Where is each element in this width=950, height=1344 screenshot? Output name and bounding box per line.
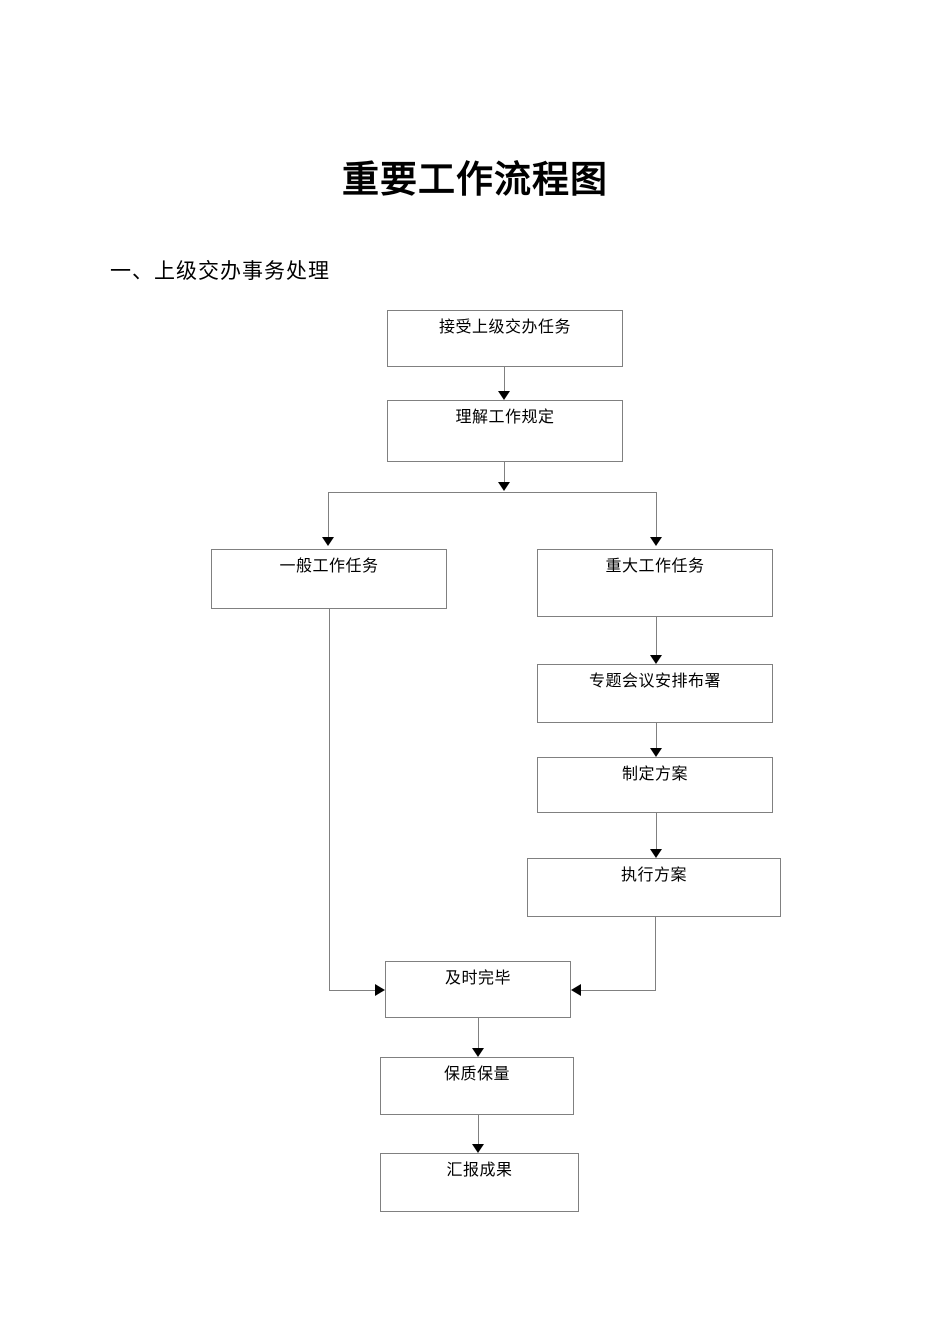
flow-node-execute-plan: 执行方案 [527,858,781,917]
flow-node-meeting-arrangement: 专题会议安排布署 [537,664,773,723]
connector-split-left [328,492,329,537]
connector-n3-n8-vertical [329,609,330,990]
connector-n1-n2 [504,367,505,391]
arrowhead-down-split [498,482,510,491]
flow-node-understand-rules: 理解工作规定 [387,400,623,462]
flow-node-quality-quantity: 保质保量 [380,1057,574,1115]
arrowhead-down-n6 [650,748,662,757]
connector-n4-n5 [656,617,657,655]
flow-node-label: 重大工作任务 [605,558,705,575]
flow-node-label: 执行方案 [620,867,687,884]
flow-node-label: 及时完毕 [444,970,511,987]
flow-node-label: 一般工作任务 [279,558,379,575]
section-heading: 一、上级交办事务处理 [110,260,330,284]
connector-n3-n8-horizontal [329,990,375,991]
connector-n6-n7 [656,813,657,849]
arrowhead-down-n7 [650,849,662,858]
page-title: 重要工作流程图 [342,159,608,201]
arrowhead-down-n9 [472,1048,484,1057]
flow-node-label: 接受上级交办任务 [438,319,571,336]
flow-node-label: 专题会议安排布署 [588,673,721,690]
connector-n2-split [504,462,505,482]
flow-node-label: 制定方案 [621,766,688,783]
flow-node-complete-on-time: 及时完毕 [385,961,571,1018]
connector-split-right [656,492,657,537]
connector-n9-n10 [478,1115,479,1144]
connector-n8-n9 [478,1018,479,1048]
arrowhead-down-n10 [472,1144,484,1153]
arrowhead-down-n5 [650,655,662,664]
flow-node-report-results: 汇报成果 [380,1153,579,1212]
flow-node-make-plan: 制定方案 [537,757,773,813]
flow-node-label: 理解工作规定 [455,409,555,426]
arrowhead-down-n2 [498,391,510,400]
arrowhead-down-n3 [322,537,334,546]
flow-node-major-task: 重大工作任务 [537,549,773,617]
flow-node-label: 汇报成果 [446,1162,513,1179]
connector-n5-n6 [656,723,657,748]
connector-split-bar [328,492,657,493]
arrowhead-right-n8 [375,984,385,996]
arrowhead-left-n8 [571,984,581,996]
flow-node-receive-task: 接受上级交办任务 [387,310,623,367]
connector-n7-n8-horizontal [581,990,656,991]
arrowhead-down-n4 [650,537,662,546]
connector-n7-n8-vertical [655,917,656,990]
flow-node-label: 保质保量 [443,1066,510,1083]
flow-node-general-task: 一般工作任务 [211,549,447,609]
